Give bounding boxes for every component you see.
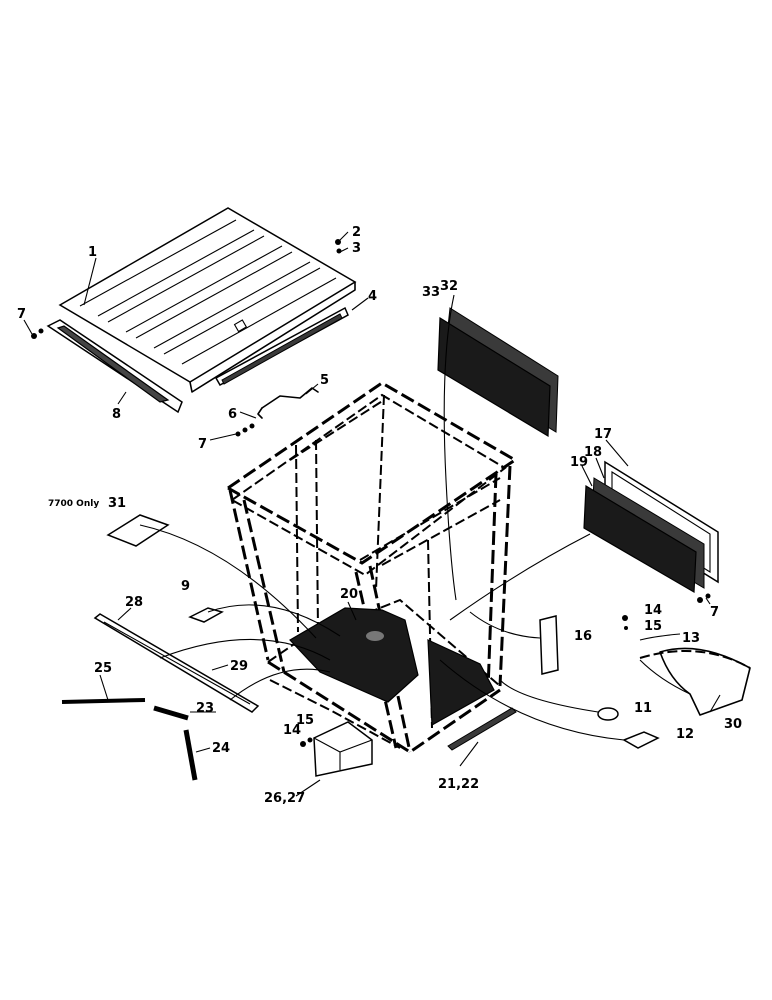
rear-roof-trim <box>214 306 349 387</box>
callout-18: 18 <box>584 445 602 460</box>
callout-8: 8 <box>112 407 121 422</box>
floor-mat <box>289 607 495 727</box>
seal-strip-25 <box>61 698 146 704</box>
callout-2: 2 <box>352 225 361 240</box>
callout-25: 25 <box>94 661 112 676</box>
callout-12: 12 <box>676 727 694 742</box>
callout-14-right: 14 <box>644 603 662 618</box>
callout-33: 33 <box>422 285 440 300</box>
rear-window <box>437 307 559 438</box>
panel-9 <box>188 607 224 623</box>
bracket <box>261 387 319 409</box>
callout-7-right: 7 <box>710 605 719 620</box>
callout-7-left: 7 <box>17 307 26 322</box>
callout-labels: 1 2 3 4 5 6 7 7 7 8 9 11 12 13 14 14 15 … <box>17 225 742 806</box>
door-sill <box>447 707 517 751</box>
callout-28: 28 <box>125 595 143 610</box>
callout-9: 9 <box>181 579 190 594</box>
hardware-fasteners <box>31 239 711 747</box>
panel-31 <box>106 514 170 547</box>
callout-16: 16 <box>574 629 592 644</box>
callout-21-22: 21,22 <box>438 777 479 792</box>
floor-trim-28-29 <box>93 613 260 713</box>
cover-30 <box>639 647 751 716</box>
panel-16 <box>539 615 559 675</box>
callout-7-mid: 7 <box>198 437 207 452</box>
seal-strip-23 <box>153 705 189 721</box>
callout-19: 19 <box>570 455 588 470</box>
callout-29: 29 <box>230 659 248 674</box>
callout-20: 20 <box>340 587 358 602</box>
callout-24: 24 <box>212 741 230 756</box>
note-7700-only: 7700 Only <box>48 499 99 509</box>
roof-panel <box>58 207 357 393</box>
left-roof-trim <box>46 319 183 414</box>
step-box <box>313 721 373 777</box>
callout-1: 1 <box>88 245 97 260</box>
callout-13: 13 <box>682 631 700 646</box>
callout-5: 5 <box>320 373 329 388</box>
callout-3: 3 <box>352 241 361 256</box>
callout-4: 4 <box>368 289 377 304</box>
cab-frame <box>227 381 518 754</box>
callout-15-right: 15 <box>644 619 662 634</box>
side-window <box>583 460 719 594</box>
callout-26-27: 26,27 <box>264 791 305 806</box>
callout-14-left: 14 <box>283 723 301 738</box>
leader-lines <box>23 231 721 797</box>
callout-11: 11 <box>634 701 652 716</box>
seal-strip-24 <box>183 729 198 781</box>
callout-15-left: 15 <box>296 713 314 728</box>
callout-31: 31 <box>108 496 126 511</box>
callout-30: 30 <box>724 717 742 732</box>
pad-12 <box>622 731 660 749</box>
callout-23: 23 <box>196 701 214 716</box>
callout-6: 6 <box>228 407 237 422</box>
callout-17: 17 <box>594 427 612 442</box>
callout-32: 32 <box>440 279 458 294</box>
pad-11 <box>597 707 619 721</box>
